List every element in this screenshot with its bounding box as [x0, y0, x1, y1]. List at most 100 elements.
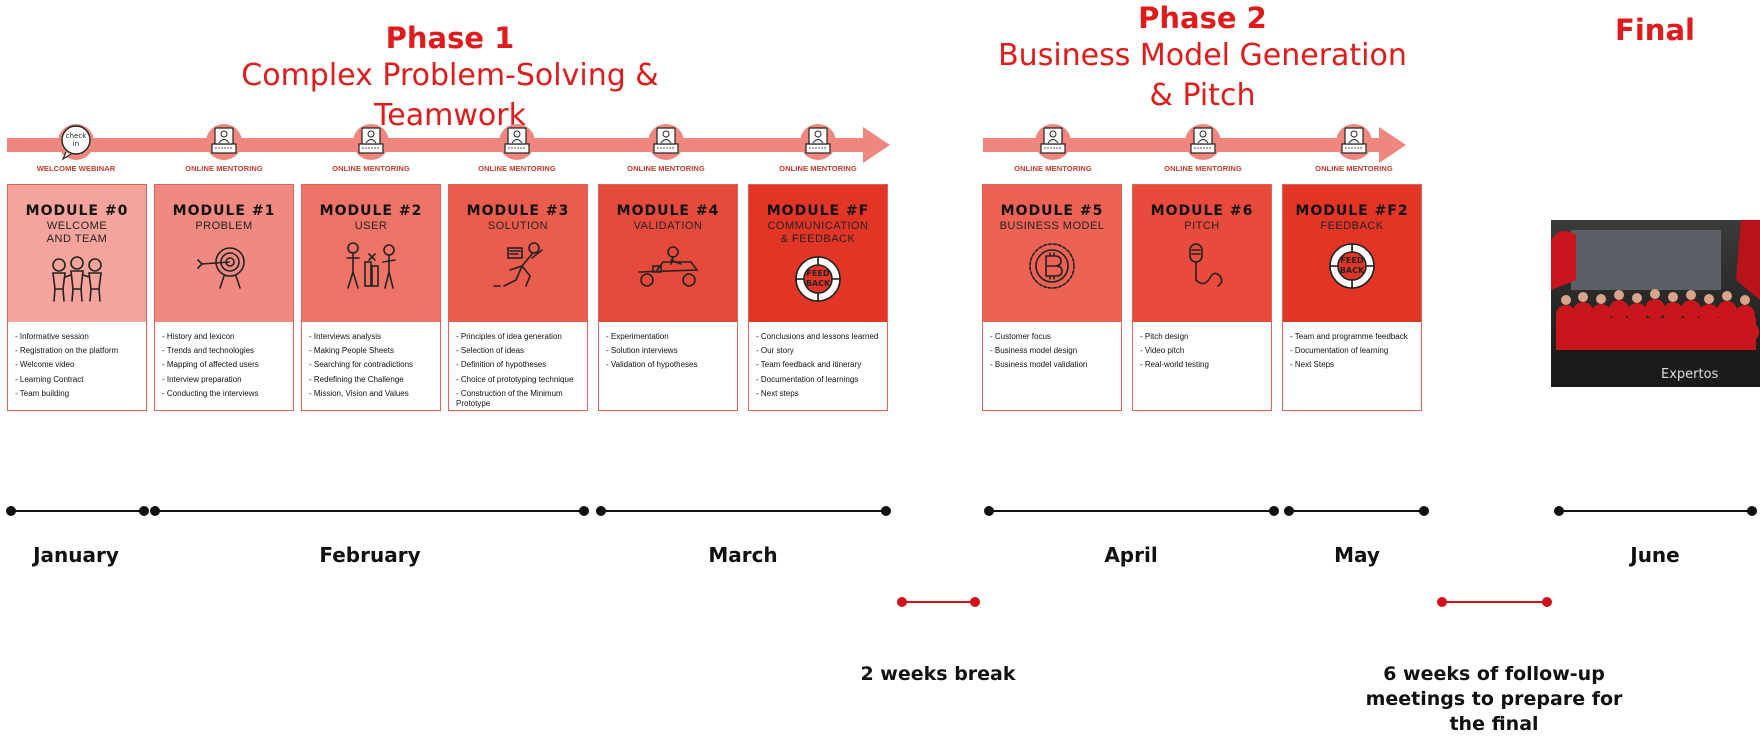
module-subtitle: COMMUNICATION [767, 220, 869, 232]
svg-text:FEED: FEED [1340, 256, 1363, 265]
module-title: MODULE #5 [1000, 203, 1104, 219]
module-topic: - Video pitch [1140, 346, 1185, 356]
event-marker: ONLINE MENTORING [311, 122, 431, 173]
phase-2-title: Phase 2 Business Model Generation & Pitc… [990, 0, 1415, 116]
user-interview-icon [302, 240, 440, 290]
laptop-mentor-icon [457, 122, 577, 162]
timeline-node [139, 506, 149, 516]
month-february: February [319, 543, 421, 567]
final-event-photo: Expertos [1551, 220, 1760, 387]
module-topic-list: - Conclusions and lessons learned- Our s… [749, 322, 887, 401]
laptop-mentor-icon [758, 122, 878, 162]
svg-text:FEED: FEED [806, 269, 829, 278]
event-label: ONLINE MENTORING [332, 164, 410, 173]
event-label: ONLINE MENTORING [627, 164, 705, 173]
module-topic: - Documentation of learning [1290, 346, 1389, 356]
module-topic: - Next steps [756, 388, 799, 398]
timeline-node [1269, 506, 1279, 516]
module-topic-list: - Principles of idea generation- Selecti… [449, 322, 587, 408]
module-topic: - Choice of prototyping technique [456, 374, 574, 384]
module-topic: - Interviews analysis [309, 332, 382, 341]
module-topic: - Next Steps [1290, 360, 1335, 370]
module-topic: - Business model design [990, 346, 1078, 356]
module-subtitle: BUSINESS MODEL [999, 220, 1105, 232]
laptop-mentor-icon [1143, 122, 1263, 162]
module-topic: - Construction of the Minimum [456, 388, 563, 398]
module-topic: - Selection of ideas [456, 346, 525, 356]
break-note-6-weeks: 6 weeks of follow-up meetings to prepare… [1365, 663, 1623, 735]
timeline-node [1554, 506, 1564, 516]
module-topic: - Mapping of affected users [162, 360, 259, 370]
event-marker: ONLINE MENTORING [457, 122, 577, 173]
module-topic: - Making People Sheets [309, 346, 394, 356]
svg-text:BACK: BACK [1340, 266, 1365, 275]
laptop-mentor-icon [606, 122, 726, 162]
module-topic-list: - Customer focus- Business model design-… [983, 322, 1121, 373]
module-topic-list: - Experimentation- Solution interviews- … [599, 322, 737, 373]
event-label: ONLINE MENTORING [1014, 164, 1092, 173]
event-marker: ONLINE MENTORING [606, 122, 726, 173]
phase-2-arrow [983, 127, 1406, 163]
module-topic: - Validation of hypotheses [606, 360, 698, 370]
module-topic: - Real-world testing [1140, 360, 1209, 370]
phase-1-title: Phase 1 Complex Problem-Solving & Teamwo… [190, 20, 710, 136]
module-topic: - Mission, Vision and Values [309, 388, 409, 398]
target-icon [155, 240, 293, 290]
module-topic: - Documentation of learnings [756, 374, 859, 384]
timeline-node [984, 506, 994, 516]
module-topic: Prototype [456, 399, 491, 409]
month-may: May [1334, 543, 1380, 567]
module-subtitle: WELCOME [46, 220, 108, 232]
event-marker: ONLINE MENTORING [1294, 122, 1414, 173]
module-title: MODULE #6 [1150, 203, 1254, 219]
break-node [1437, 597, 1447, 607]
module-subtitle: USER [354, 220, 388, 232]
module-topic: - Definition of hypotheses [456, 360, 547, 370]
module-subtitle: PITCH [1184, 220, 1220, 232]
phase-1-subtitle: Complex Problem-Solving & Teamwork [241, 58, 659, 133]
module-topic: - Business model validation [990, 360, 1088, 370]
event-marker: ONLINE MENTORING [1143, 122, 1263, 173]
module-subtitle: VALIDATION [633, 220, 703, 232]
bitcoin-icon [983, 240, 1121, 292]
final-title: Final [1580, 12, 1730, 48]
timeline-node [6, 506, 16, 516]
module-subtitle: & FEEDBACK [780, 233, 856, 245]
event-marker: ONLINE MENTORING [164, 122, 284, 173]
module-topic: - Conducting the interviews [162, 388, 259, 398]
break-node [1542, 597, 1552, 607]
module-topic: - Welcome video [15, 360, 75, 370]
module-topic: - Registration on the platform [15, 346, 119, 356]
microphone-icon [1133, 240, 1271, 292]
phase-2-subtitle: Business Model Generation & Pitch [998, 38, 1407, 113]
phase-2-label: Phase 2 [1138, 1, 1267, 35]
module-subtitle: SOLUTION [487, 220, 549, 232]
module-title: MODULE #4 [616, 203, 720, 219]
module-topic-list: - History and lexicon- Trends and techno… [155, 322, 293, 401]
month-june: June [1630, 543, 1680, 567]
module-topic: - History and lexicon [162, 332, 235, 341]
break-note-2-weeks: 2 weeks break [860, 663, 1016, 685]
month-january: January [33, 543, 119, 567]
module-topic: - Solution interviews [606, 346, 678, 356]
module-topic: - Team building [15, 388, 70, 398]
event-marker: ONLINE MENTORING [758, 122, 878, 173]
module-topic: - Our story [756, 346, 794, 356]
svg-text:in: in [73, 140, 79, 148]
